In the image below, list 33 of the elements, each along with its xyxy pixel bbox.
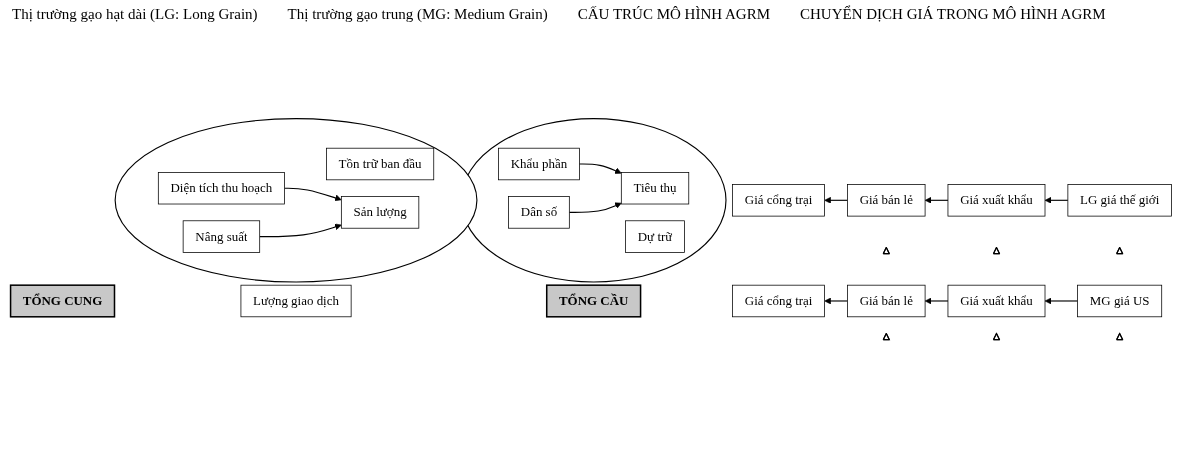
arrow [258, 223, 342, 238]
node-box: Dân số [507, 196, 570, 229]
node-box: Giá cổng trại [731, 184, 825, 217]
text-label: Thị trường gạo hạt dài (LG: Long Grain) [12, 6, 258, 23]
node-box: Khẩu phần [497, 147, 580, 181]
arrow [1044, 196, 1068, 204]
arrow [283, 187, 342, 202]
cluster [114, 117, 477, 283]
arrow [1044, 297, 1078, 305]
node-box: LG giá thế giới [1067, 184, 1172, 217]
text-label: CẤU TRÚC MÔ HÌNH AGRM [577, 6, 771, 23]
node-box: Sản lượng [340, 196, 419, 229]
node-box: MG giá US [1076, 284, 1162, 318]
node-box: Tiêu thụ [620, 171, 689, 205]
node-box: Diện tích thu hoạch [157, 171, 285, 205]
node-box: Giá bán lẻ [846, 284, 925, 318]
node-box: Giá bán lẻ [846, 184, 925, 217]
arrow [823, 196, 848, 204]
node-box: Giá xuất khẩu [947, 184, 1045, 217]
node-box: Giá xuất khẩu [947, 284, 1045, 318]
node-box: Tồn trữ ban đầu [325, 147, 434, 181]
arrow [924, 196, 949, 204]
node-box: Dự trữ [624, 220, 685, 253]
arrow [924, 297, 949, 305]
node-box: TỔNG CUNG [9, 284, 115, 318]
text-label: Thị trường gạo trung (MG: Medium Grain) [287, 6, 548, 23]
text-label: CHUYỂN DỊCH GIÁ TRONG MÔ HÌNH AGRM [800, 6, 1106, 23]
node-box: Giá cổng trại [731, 284, 825, 318]
node-box: Nâng suất [182, 220, 260, 253]
node-box: Lượng giao dịch [240, 284, 351, 318]
arrow [578, 163, 622, 174]
node-box: TỔNG CẦU [545, 284, 641, 318]
arrow [568, 202, 622, 213]
